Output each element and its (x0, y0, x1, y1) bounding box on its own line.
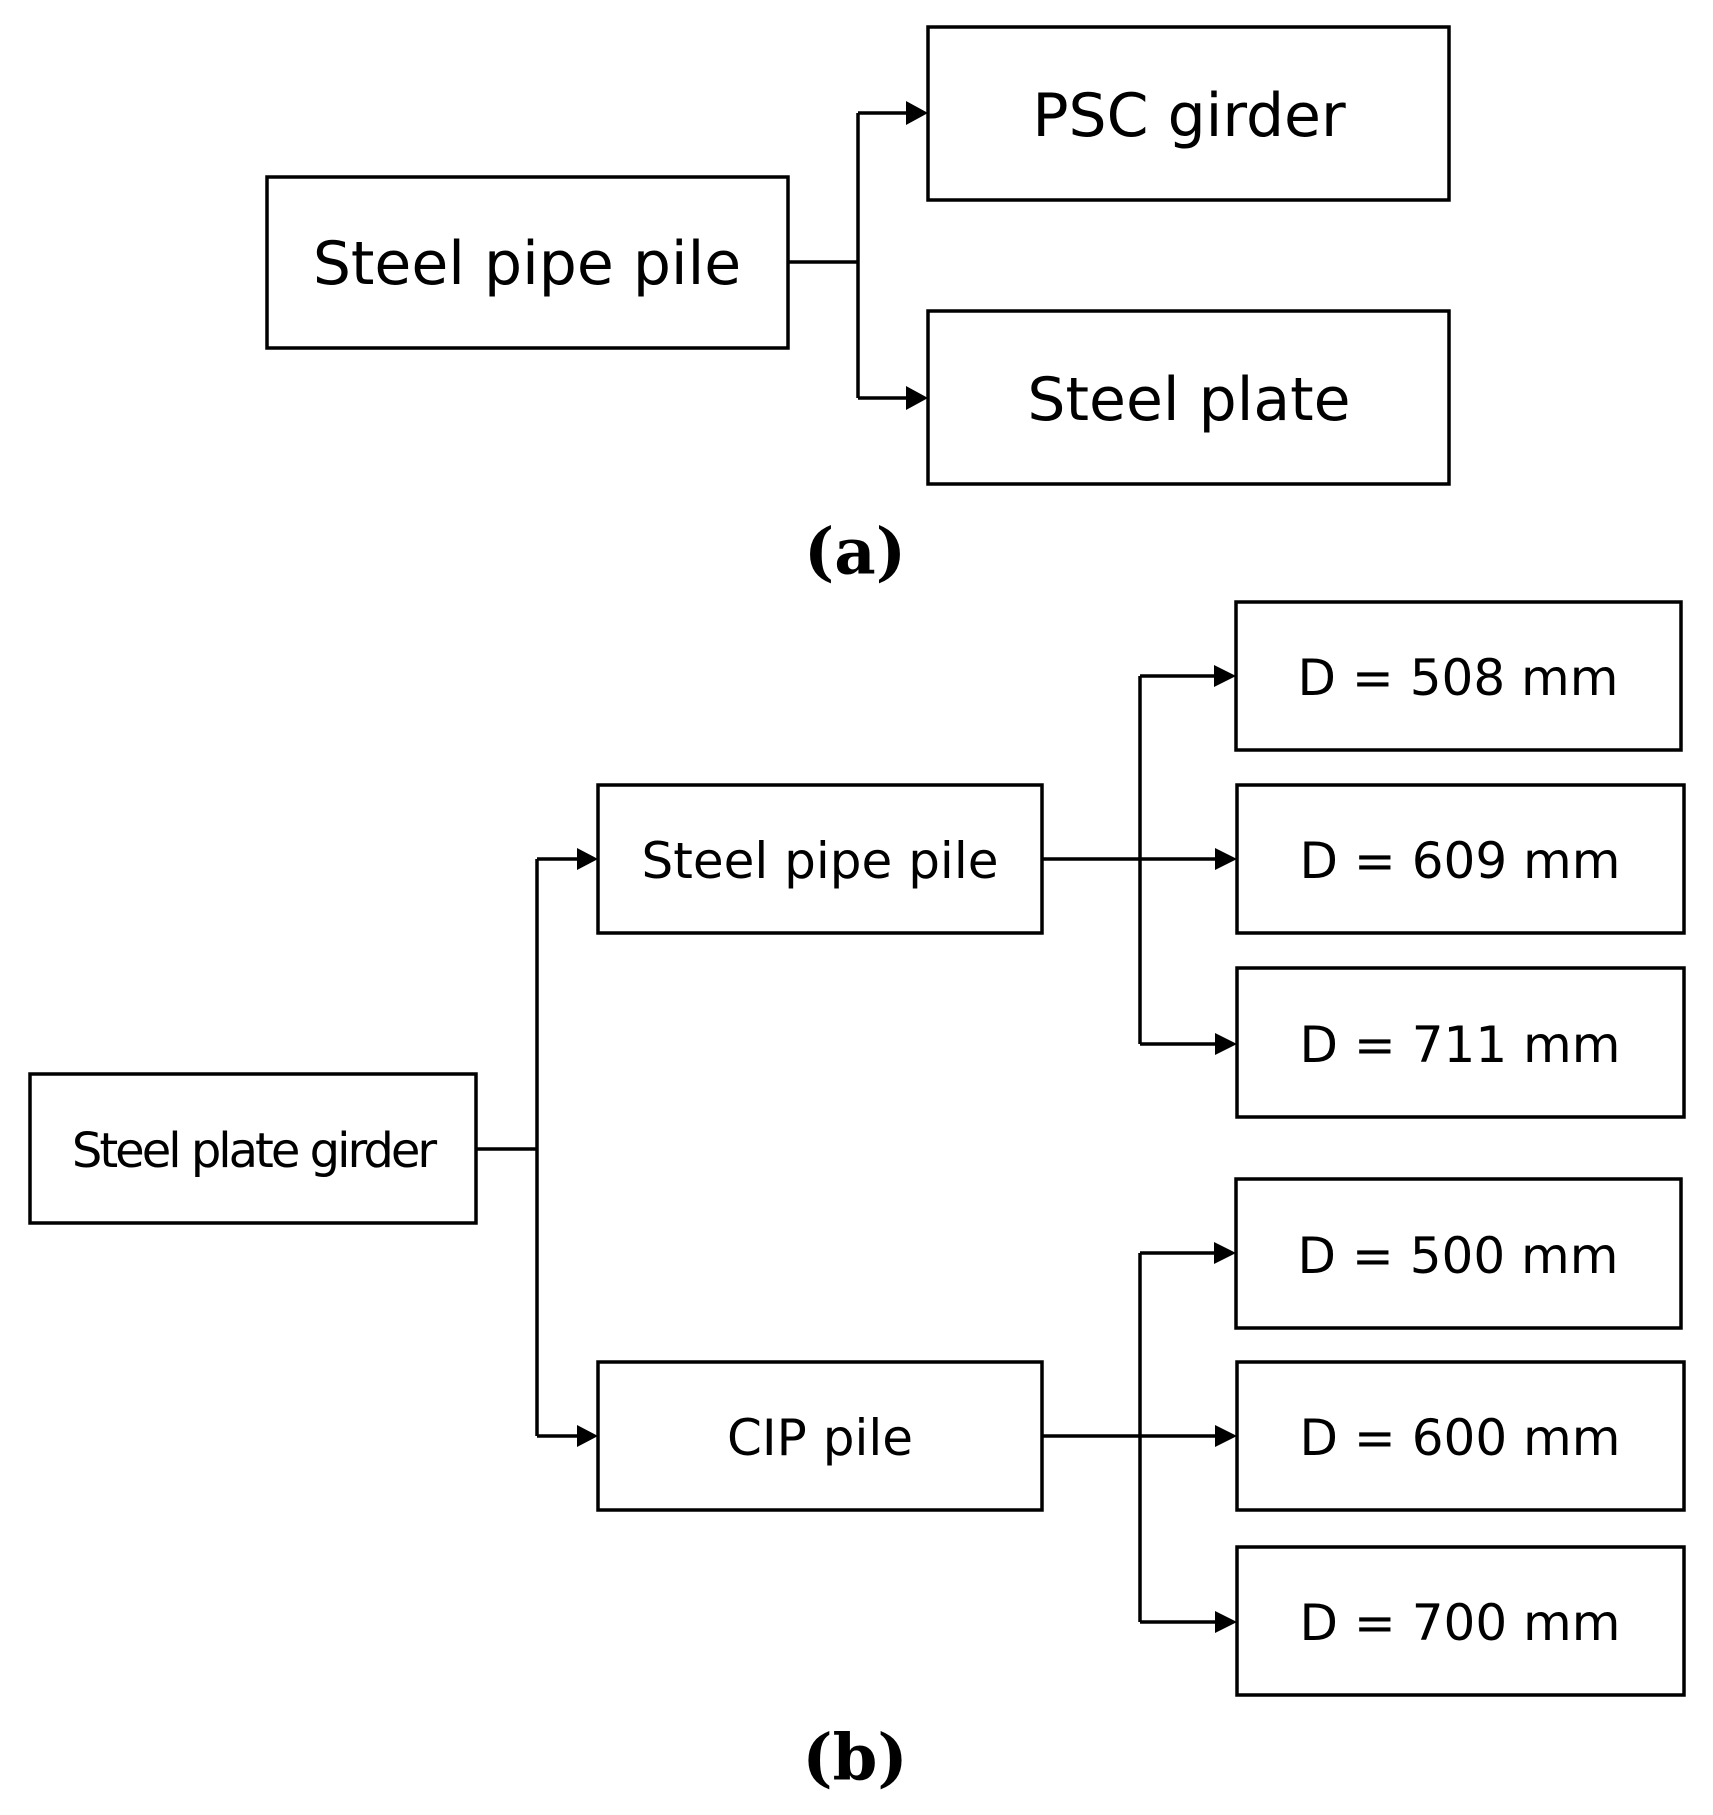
node-b-d500: D = 500 mm (1234, 1177, 1683, 1330)
arrowhead-b-d508 (1214, 665, 1236, 687)
arrowhead-a-psc-girder (906, 101, 928, 125)
connector-a-root-trunk (788, 113, 860, 398)
node-b-d508: D = 508 mm (1234, 600, 1683, 752)
node-b-d700-label: D = 700 mm (1300, 1594, 1621, 1652)
node-b-d600-label: D = 600 mm (1300, 1409, 1621, 1467)
node-b-d700: D = 700 mm (1235, 1545, 1686, 1697)
node-b-cip-pile: CIP pile (596, 1360, 1044, 1512)
connector-b-cip-pile-trunk (1042, 1253, 1220, 1622)
node-b-d500-label: D = 500 mm (1298, 1227, 1619, 1285)
panel-b-caption: (b) (802, 1721, 907, 1796)
node-b-d600: D = 600 mm (1235, 1360, 1686, 1512)
connector-b-root-trunk (476, 859, 539, 1436)
node-b-d711: D = 711 mm (1235, 966, 1686, 1119)
arrowhead-b-steel-pipe-pile (577, 848, 598, 870)
arrowhead-a-steel-plate (906, 386, 928, 410)
node-a-root-label: Steel pipe pile (313, 229, 741, 299)
node-b-d609-label: D = 609 mm (1300, 832, 1621, 890)
node-a-psc-girder-label: PSC girder (1032, 81, 1346, 151)
node-a-steel-plate-label: Steel plate (1027, 365, 1350, 435)
node-a-psc-girder: PSC girder (926, 25, 1451, 202)
arrowhead-b-d609 (1215, 848, 1237, 870)
node-b-d711-label: D = 711 mm (1300, 1016, 1621, 1074)
panel-a: Steel pipe pile PSC girder Steel plate (… (265, 25, 1451, 590)
node-a-steel-plate: Steel plate (926, 309, 1451, 486)
node-b-root: Steel plate girder (28, 1072, 478, 1225)
arrowhead-b-d600 (1215, 1425, 1237, 1447)
node-a-root: Steel pipe pile (265, 175, 790, 350)
node-b-steel-pipe-pile-label: Steel pipe pile (642, 832, 999, 890)
panel-b: Steel plate girder Steel pipe pile CIP p… (28, 600, 1686, 1796)
node-b-steel-pipe-pile: Steel pipe pile (596, 783, 1044, 935)
panel-a-caption: (a) (804, 515, 906, 590)
connector-b-steel-pipe-pile-trunk (1042, 676, 1220, 1044)
arrowhead-b-cip-pile (577, 1425, 598, 1447)
node-b-cip-pile-label: CIP pile (727, 1409, 913, 1467)
node-b-d508-label: D = 508 mm (1298, 649, 1619, 707)
node-b-root-label: Steel plate girder (72, 1123, 437, 1179)
arrowhead-b-d711 (1215, 1033, 1237, 1055)
arrowhead-b-d500 (1214, 1242, 1236, 1264)
arrowhead-b-d700 (1215, 1611, 1237, 1633)
node-b-d609: D = 609 mm (1235, 783, 1686, 935)
